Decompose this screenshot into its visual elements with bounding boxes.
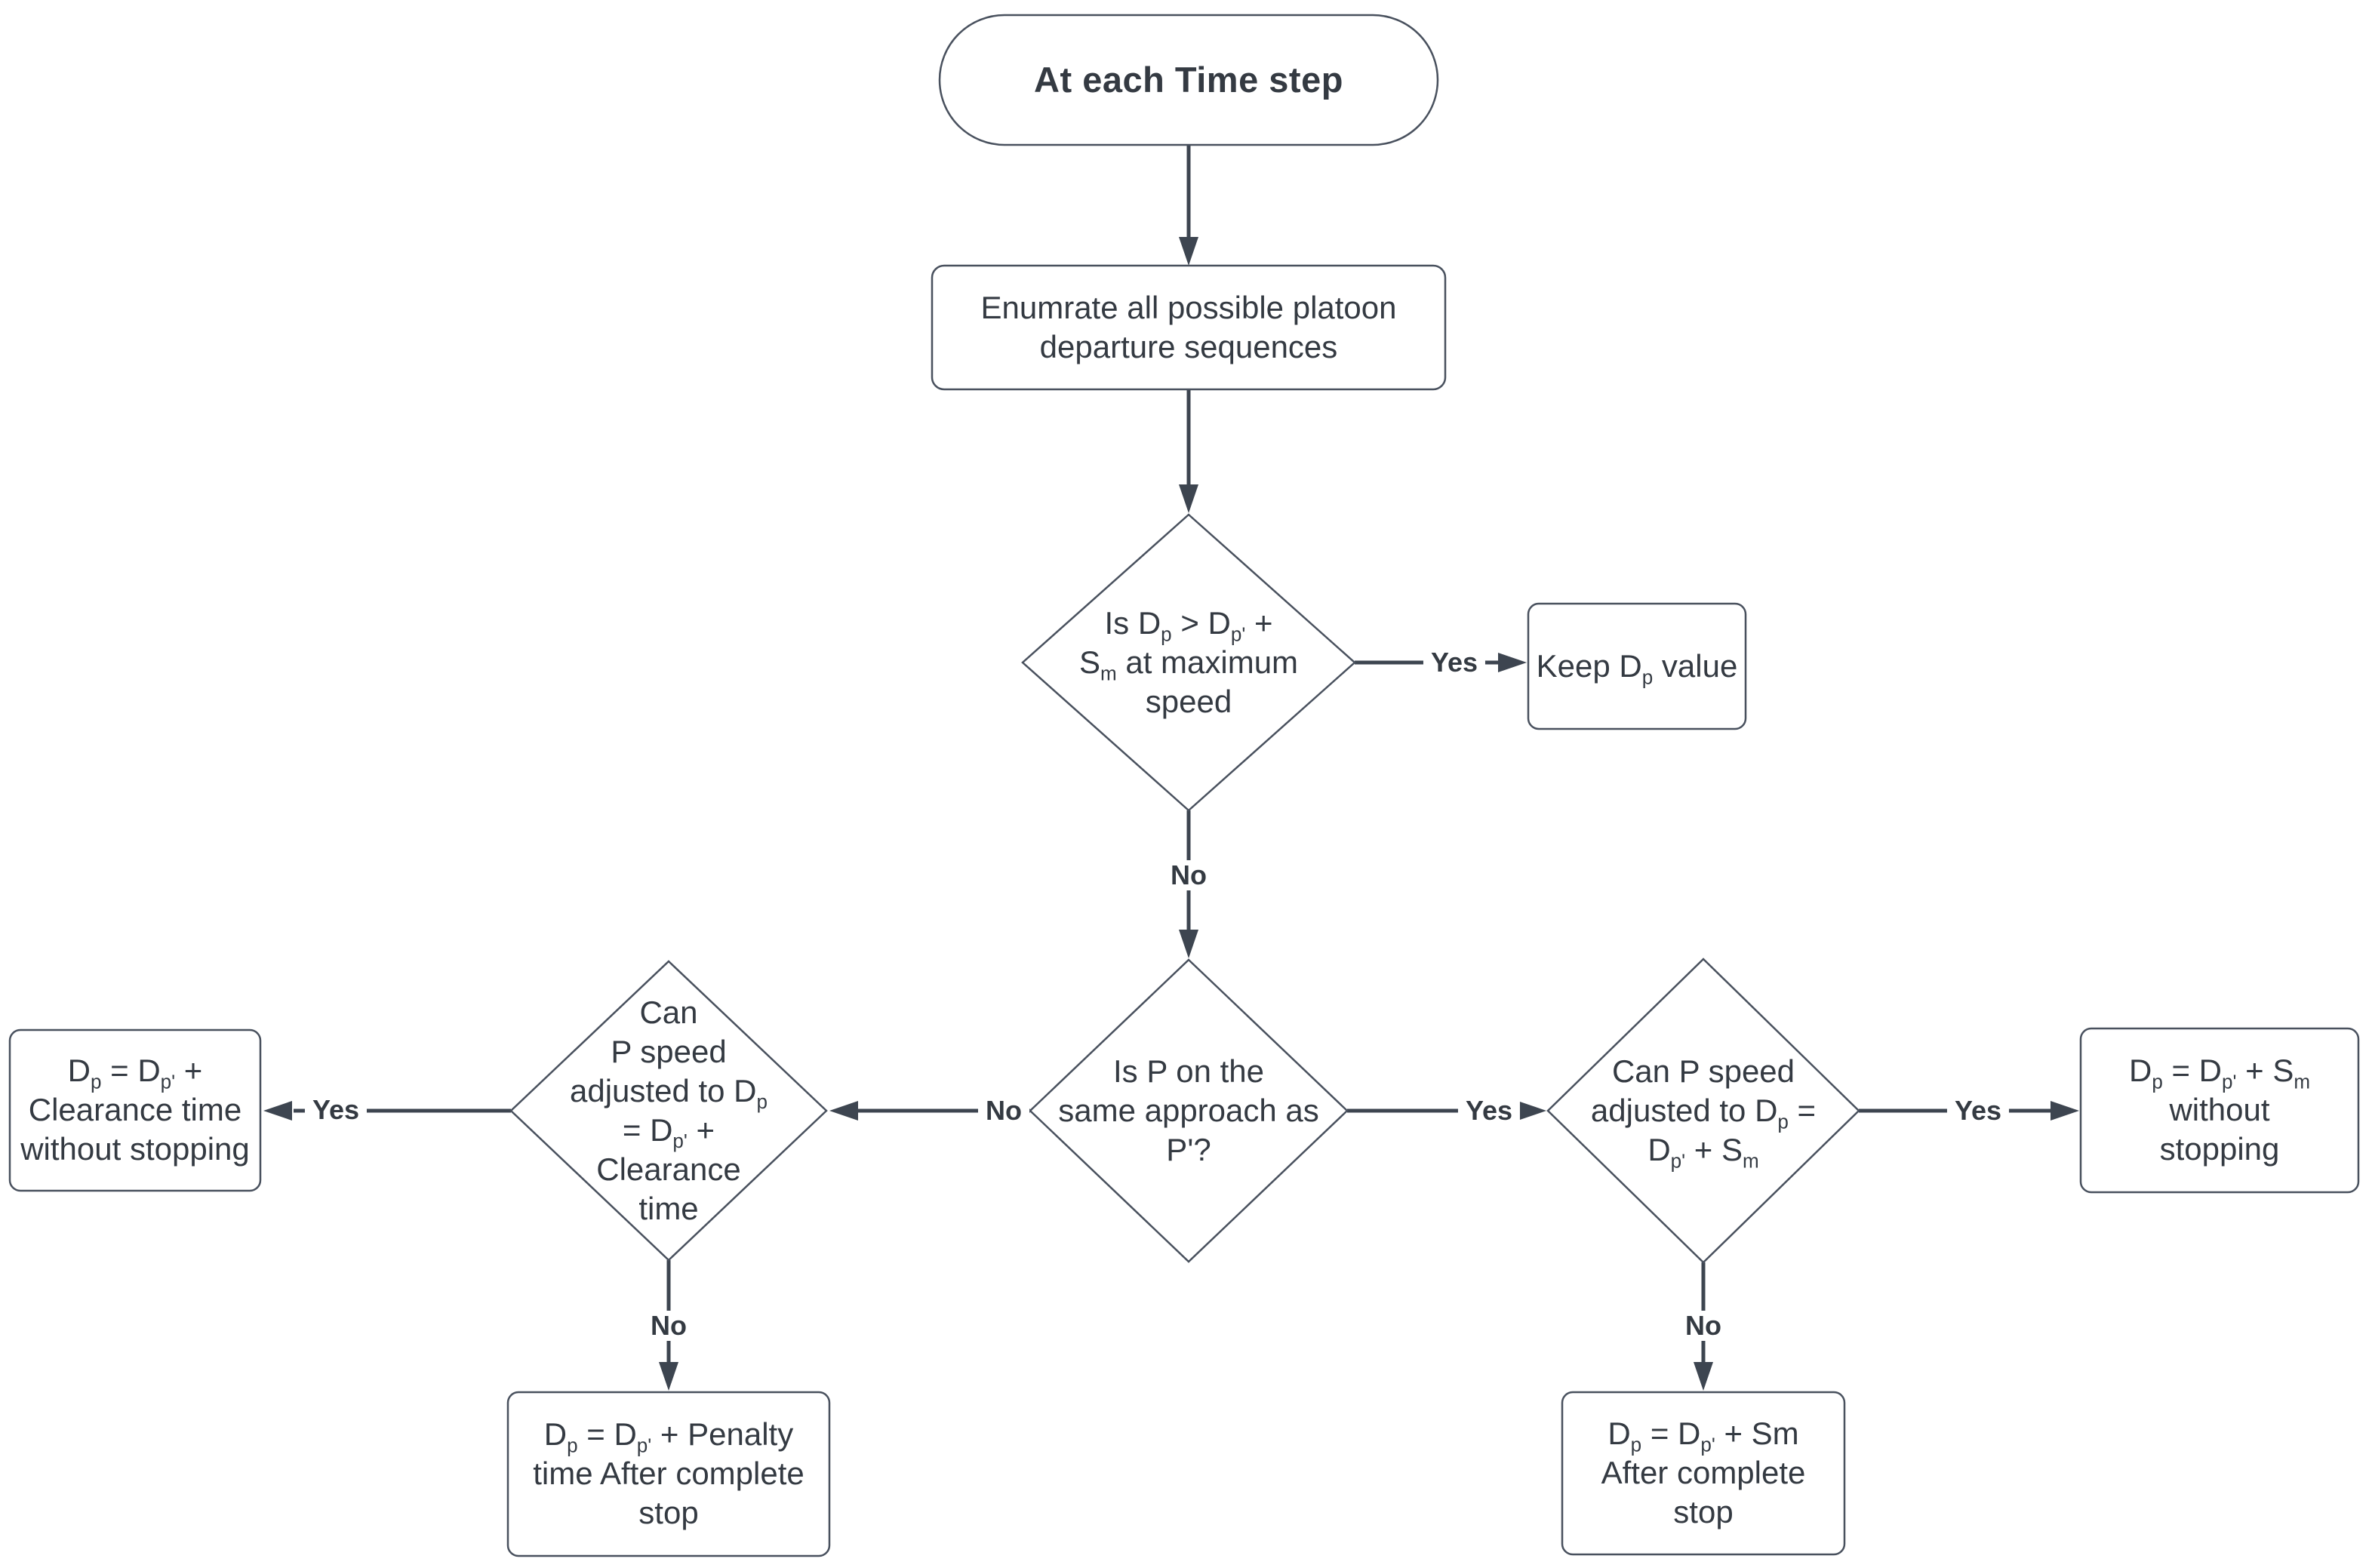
node-can-adjust-clearance-label: Can P speed adjusted to Dp = Dp' + Clear…	[570, 994, 768, 1227]
edge-label-same-approach-yes: Yes	[1457, 1096, 1521, 1126]
edge-label-check-dp-yes: Yes	[1423, 647, 1486, 678]
node-after-stop-sm-shape	[1561, 1391, 1846, 1556]
edge-label-same-approach-no: No	[978, 1096, 1029, 1126]
edge-label-clearance-no: No	[643, 1311, 694, 1341]
node-same-approach-label: Is P on the same approach as P'?	[1058, 1053, 1319, 1168]
node-keep-dp-shape	[1527, 602, 1747, 730]
node-without-stop-sm-label: Dp = Dp' + Sm without stopping	[2128, 1052, 2311, 1167]
edge-label-sm-yes: Yes	[1946, 1096, 2010, 1126]
node-after-stop-penalty-label: Dp = Dp' + Penalty time After complete s…	[533, 1416, 805, 1531]
node-after-stop-sm-label: Dp = Dp' + Sm After complete stop	[1601, 1415, 1806, 1530]
node-after-stop-penalty-shape	[506, 1391, 831, 1557]
node-same-approach-shape	[1029, 958, 1349, 1263]
edge-label-check-dp-no: No	[1163, 860, 1214, 890]
node-without-stop-clearance-shape	[8, 1028, 262, 1192]
node-enumerate-label: Enumrate all possible platoon departure …	[980, 289, 1397, 364]
node-check-dp-label: Is Dp > Dp' + Sm at maximum speed	[1078, 604, 1299, 720]
node-can-adjust-clearance-shape	[509, 960, 828, 1262]
node-keep-dp-label: Keep Dp value	[1536, 647, 1738, 689]
node-without-stop-sm-shape	[2079, 1027, 2360, 1194]
edge-label-sm-no: No	[1678, 1311, 1729, 1341]
node-start-shape	[938, 14, 1439, 146]
node-check-dp-shape	[1021, 513, 1356, 812]
edge-clearance-yes	[263, 1101, 511, 1121]
node-without-stop-clearance-label: Dp = Dp' + Clearance time without stoppi…	[20, 1052, 250, 1167]
node-enumerate-shape	[931, 264, 1447, 391]
edge-enumerate-to-check-dp	[1179, 389, 1198, 513]
edge-start-to-enumerate	[1179, 145, 1198, 266]
node-can-adjust-sm-shape	[1546, 958, 1860, 1264]
node-start-label: At each Time step	[1034, 59, 1343, 100]
node-can-adjust-sm-label: Can P speed adjusted to Dp = Dp' + Sm	[1590, 1053, 1817, 1173]
edge-label-clearance-yes: Yes	[304, 1095, 368, 1125]
